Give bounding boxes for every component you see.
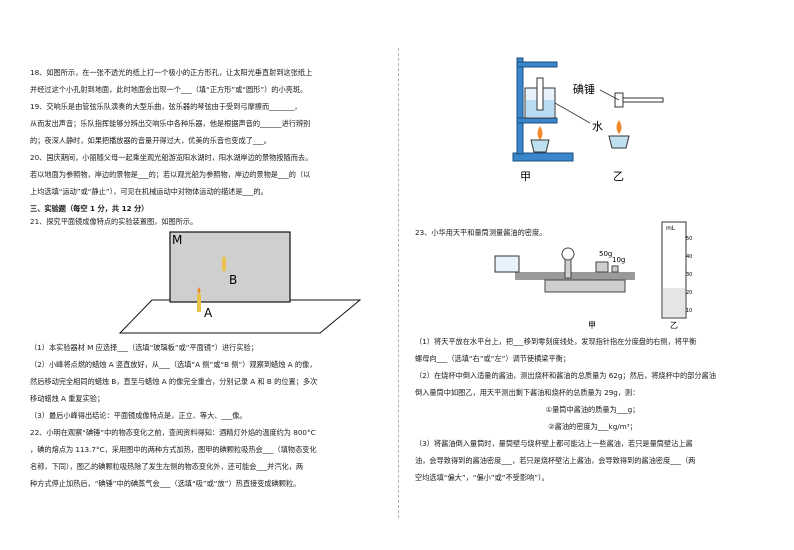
q23-2-sub-1: ①量筒中酱油的质量为___g； — [545, 405, 640, 414]
label-b: B — [229, 273, 237, 287]
q21-2-line-2: 然后移动完全相同的蜡烛 B，直至与蜡烛 A 的像完全重合，分别记录 A 和 B … — [30, 377, 318, 386]
q19-line-1: 19、交响乐是由管弦乐队演奏的大型乐曲，弦乐器的琴弦由于受到弓摩擦而______… — [30, 102, 302, 111]
caption-jia-balance: 甲 — [588, 321, 596, 330]
weight-50g-label: 50g — [599, 250, 612, 258]
q23-2-line-2: 倒入量筒中如图乙，用天平测出剩下酱油和烧杯的总质量为 29g，则： — [415, 388, 640, 397]
caption-jia: 甲 — [520, 170, 531, 183]
scale-40: 40 — [686, 254, 692, 260]
q23-1-line-2: 螺母向___（选填“右”或“左”）调节使横梁平衡； — [415, 354, 571, 363]
label-water: 水 — [592, 120, 603, 133]
q21-3: （3）最后小峰得出结论：平面镜成像特点是，正立、等大、___像。 — [30, 411, 247, 420]
weight-10g-label: 10g — [612, 256, 625, 264]
q22-line-4: 种方式停止加热后，“碘锤”中的碘蒸气会___（选填“吸”或“放”）热直接变成碘颗… — [30, 479, 301, 488]
q18-line-2: 并经过这个小孔射到地面，此时地面会出现一个___（填“正方形”或“圆形”）的小亮… — [30, 85, 308, 94]
q23-3-line-3: 空均选填“偏大”，“偏小”或“不受影响”）。 — [415, 473, 549, 482]
q22-line-3: 名称，下同），图乙的碘颗粒吸热除了发生左侧的物态变化外，还可能会___并汽化，两 — [30, 462, 304, 471]
mirror-experiment-figure: M B A — [118, 231, 362, 334]
flame-icon — [537, 126, 543, 140]
q21-2-line-3: 移动蜡烛 A 重复实验； — [30, 394, 105, 403]
q22-line-1: 22、小明在观察“碘锤”中的物态变化之前，查阅资料得知：酒精灯外焰的温度约为 8… — [30, 428, 316, 437]
label-a: A — [204, 306, 213, 320]
q21-2-line-1: （2）小峰将点燃的蜡烛 A 竖直放好，从___（选填“A 侧”或“B 侧”）观察… — [30, 360, 317, 369]
section-heading: 三、实验题（每空 1 分，共 12 分） — [30, 204, 149, 213]
q20-line-1: 20、国庆期间，小丽随父母一起乘坐观光船游览阳水湖时，阳水湖岸边的景物按随而去。 — [30, 153, 313, 162]
flame-icon-2 — [616, 120, 622, 134]
weight-10g-icon — [611, 265, 619, 273]
candle-b-icon — [222, 257, 226, 271]
caption-yi: 乙 — [613, 170, 624, 183]
q21-line-1: 21、探究平面镜成像特点的实验装置图，如图所示。 — [30, 217, 198, 226]
q20-line-2: 若以地面为参照物，岸边的景物是___的；若以观光船为参照物，岸边的景物是___的… — [30, 170, 311, 179]
scale-20: 20 — [686, 290, 692, 296]
q19-line-3: 的；夜深人静时，如果把播放器的音量开得过大，优美的乐音也变成了___。 — [30, 136, 271, 145]
q18-line-1: 18、如图所示，在一张不透光的纸上打一个极小的正方形孔，让太阳光垂直射到这张纸上 — [30, 68, 313, 77]
q22-line-2: ，碘的熔点为 113.7°C，采用图中的两种方式加热，图甲的碘颗粒吸热会___（… — [30, 445, 317, 454]
q23-3-line-1: （3）将酱油倒入量筒时，量筒壁与烧杯壁上都可能沾上一些酱油，若只是量筒壁沾上酱 — [415, 439, 693, 448]
q23-title: 23、小华用天平和量筒测量酱油的密度。 — [415, 228, 547, 237]
q21-1: （1）本实验器材 M 应选择___（选填“玻璃板”或“平面镜”）进行实验； — [30, 343, 258, 352]
q20-line-3: 上均选填“运动”或“静止”），可见在机械运动中对物体运动的描述是___的。 — [30, 187, 268, 196]
q23-2-sub-2: ②酱油的密度为___kg/m³； — [548, 422, 637, 431]
label-m: M — [172, 233, 182, 247]
weight-50g-icon — [595, 261, 609, 273]
column-divider — [398, 48, 399, 518]
scale-30: 30 — [686, 272, 692, 278]
q23-3-line-2: 油，会导致得到的酱油密度___，若只是烧杯壁沾上酱油，会导致得到的酱油密度___… — [415, 456, 696, 465]
scale-50: 50 — [686, 236, 692, 242]
candle-a-icon — [197, 294, 201, 312]
caption-yi-cylinder: 乙 — [670, 321, 678, 330]
iodine-heating-figure: 水 碘锤 甲 乙 — [512, 57, 664, 183]
q19-line-2: 从而发出声音；乐队指挥能够分辨出交响乐中各种乐器，他是根据声音的______进行… — [30, 119, 311, 128]
q23-1-line-1: （1）将天平放在水平台上，把___移到零刻度线处，发现指针指在分度盘的右侧，将平… — [415, 337, 697, 346]
scale-10: 10 — [686, 308, 692, 314]
cylinder-unit: mL — [666, 225, 676, 232]
balance-cylinder-figure: 50g 10g 甲 mL 50 40 30 20 10 乙 — [494, 221, 692, 330]
q23-2-line-1: （2）在烧杯中倒入适量的酱油，测出烧杯和酱油的总质量为 62g；然后，将烧杯中的… — [415, 371, 716, 380]
label-iodine: 碘锤 — [573, 82, 595, 96]
